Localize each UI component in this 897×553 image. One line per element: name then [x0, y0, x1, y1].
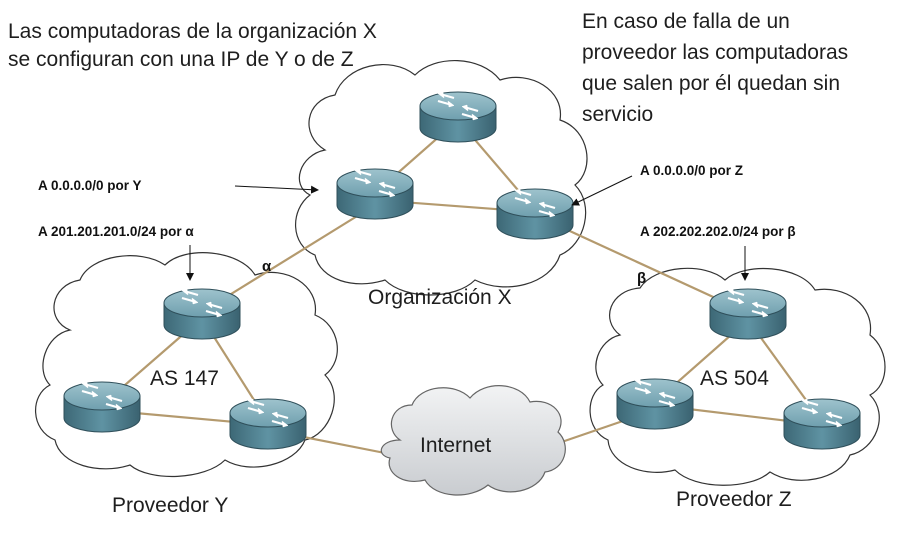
- cloud-label-as504: AS 504: [700, 367, 769, 390]
- arrow-default-y: [234, 185, 319, 194]
- router-z-top: [708, 287, 788, 341]
- cloud-label-organizacion-x: Organización X: [368, 286, 512, 309]
- caption-left-line-1: Las computadoras de la organización X: [8, 20, 377, 43]
- router-org-top: [418, 90, 498, 144]
- route-prefix-beta: A 202.202.202.0/24 por β: [640, 224, 796, 239]
- router-z-left: [615, 377, 695, 431]
- router-org-right: [495, 187, 575, 241]
- link-label-alpha: α: [262, 258, 272, 275]
- route-prefix-alpha: A 201.201.201.0/24 por α: [38, 224, 194, 239]
- route-default-z: A 0.0.0.0/0 por Z: [640, 163, 744, 178]
- caption-right-line-2: proveedor las computadoras: [582, 41, 849, 64]
- cloud-label-proveedor-z: Proveedor Z: [676, 488, 792, 511]
- cloud-internet: [380, 385, 566, 496]
- cloud-label-proveedor-y: Proveedor Y: [112, 494, 229, 517]
- cloud-label-internet: Internet: [420, 434, 492, 457]
- router-y-left: [62, 380, 142, 434]
- link-beta: [534, 214, 749, 314]
- router-org-left: [335, 167, 415, 221]
- caption-right-line-3: que salen por él quedan sin: [582, 72, 841, 95]
- cloud-label-as147: AS 147: [150, 367, 219, 390]
- route-default-y: A 0.0.0.0/0 por Y: [38, 178, 142, 193]
- router-y-right: [228, 397, 308, 451]
- arrow-default-z: [571, 175, 633, 206]
- router-y-top: [162, 287, 242, 341]
- caption-left-line-2: se configuran con una IP de Y o de Z: [8, 48, 354, 71]
- router-z-right: [782, 397, 862, 451]
- link-label-beta: β: [637, 270, 647, 287]
- caption-right-line-4: servicio: [582, 103, 654, 126]
- caption-right-line-1: En caso de falla de un: [582, 10, 790, 33]
